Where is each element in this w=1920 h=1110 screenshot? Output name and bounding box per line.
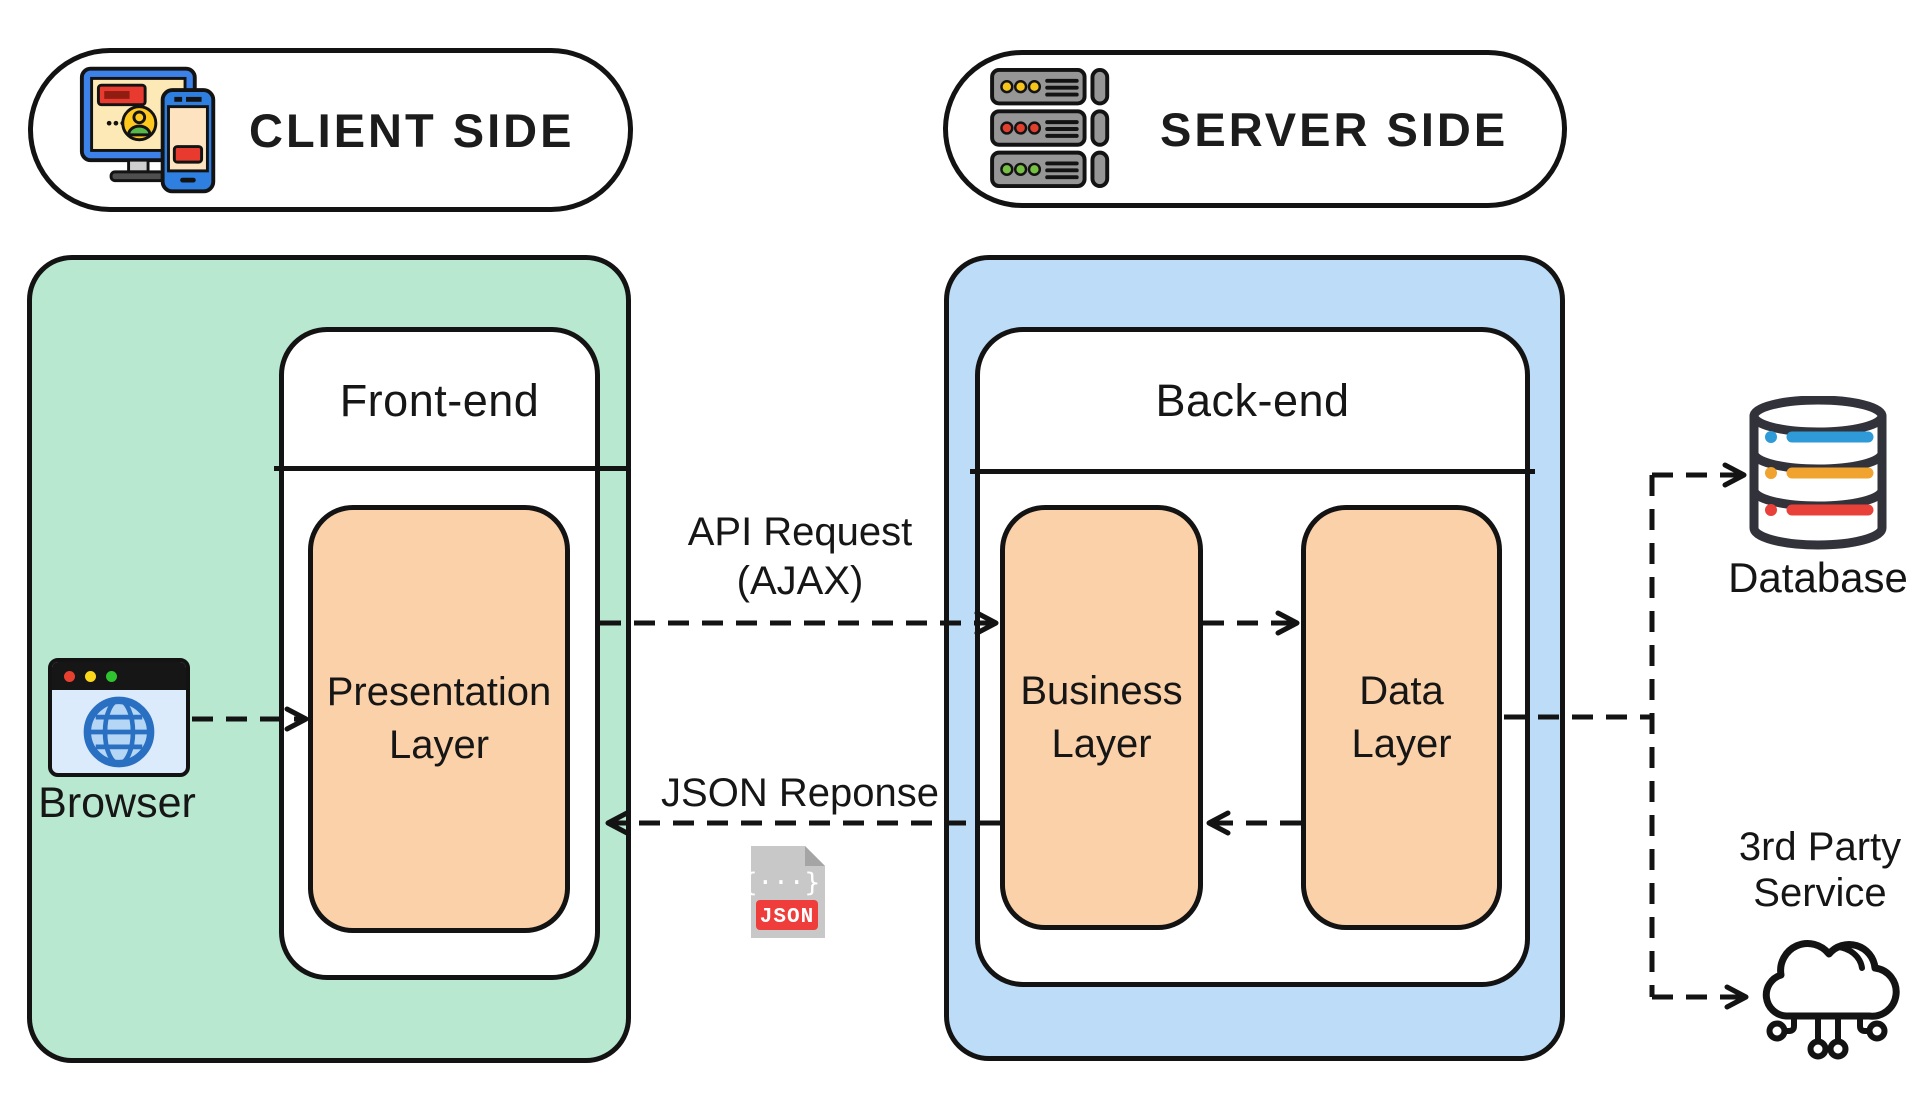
json-file-icon: {···} JSON bbox=[748, 843, 828, 941]
third-party-line2: Service bbox=[1753, 871, 1887, 915]
json-response-label: JSON Reponse bbox=[661, 771, 939, 815]
server-side-label: SERVER SIDE bbox=[1160, 102, 1509, 156]
business-layer-box: Business Layer bbox=[1000, 505, 1203, 930]
backend-title: Back-end bbox=[1155, 375, 1350, 426]
third-party-line1: 3rd Party bbox=[1738, 825, 1902, 869]
cloud-circuit-icon bbox=[1740, 916, 1902, 1068]
database-label: Database bbox=[1728, 554, 1908, 601]
browser-dot-red bbox=[64, 670, 75, 682]
data-layer-box: Data Layer bbox=[1301, 505, 1502, 930]
business-layer-label-line2: Layer bbox=[1051, 721, 1152, 766]
browser-dot-yellow bbox=[85, 670, 96, 682]
browser-label: Browser bbox=[38, 779, 196, 827]
browser-titlebar bbox=[52, 662, 186, 690]
backend-title-divider bbox=[970, 469, 1535, 474]
browser-dot-green bbox=[106, 670, 117, 682]
presentation-layer-label-line1: Presentation bbox=[326, 670, 552, 715]
client-devices-icon bbox=[77, 61, 223, 199]
globe-icon bbox=[79, 692, 159, 772]
client-side-header: CLIENT SIDE bbox=[28, 48, 633, 212]
json-badge-text: JSON bbox=[760, 906, 814, 929]
client-side-label: CLIENT SIDE bbox=[249, 103, 575, 157]
data-layer-label-line1: Data bbox=[1359, 668, 1444, 713]
data-layer-label-line2: Layer bbox=[1351, 721, 1452, 766]
database-icon bbox=[1742, 396, 1894, 552]
browser-window-icon bbox=[48, 658, 190, 777]
server-stack-icon bbox=[990, 68, 1128, 190]
api-request-label: API Request (AJAX) bbox=[600, 508, 1000, 606]
frontend-title-divider bbox=[274, 466, 631, 471]
third-party-label: 3rd Party Service bbox=[1710, 824, 1920, 916]
presentation-layer-box: Presentation Layer bbox=[308, 505, 570, 933]
business-layer-label-line1: Business bbox=[1020, 668, 1183, 713]
presentation-layer-label-line2: Layer bbox=[388, 723, 490, 767]
server-side-header: SERVER SIDE bbox=[943, 50, 1567, 208]
frontend-title: Front-end bbox=[339, 375, 540, 426]
api-request-line1: API Request bbox=[687, 510, 913, 554]
json-braces-glyph: {···} bbox=[748, 868, 820, 898]
api-request-line2: (AJAX) bbox=[736, 558, 864, 603]
